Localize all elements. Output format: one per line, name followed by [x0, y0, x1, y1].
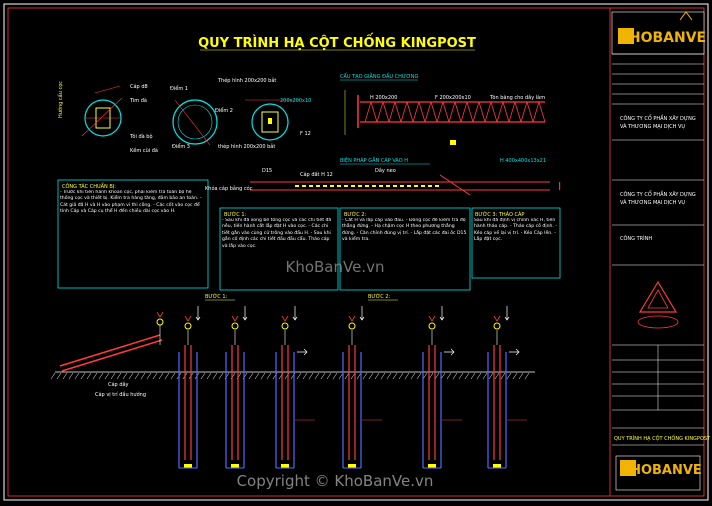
company-line-4: VÀ THƯƠNG MẠI DỊCH VỤ: [620, 199, 685, 206]
svg-text:H 200x200: H 200x200: [370, 95, 397, 101]
pile-cross-section-detail: Hướng cẩu cọc Cáp d8 Tim đà Tôi đà bộ Kề…: [57, 77, 311, 154]
connection-section-title: CẤU TẠO GIẰNG ĐẦU CHƯƠNG: [340, 72, 419, 80]
sheet-title: QUY TRÌNH HẠ CỘT CHỐNG KINGPOST: [614, 434, 711, 442]
steel-bolt-label: Thép hình 200x200 bắt: [217, 77, 276, 84]
svg-text:Kềm cùi đà: Kềm cùi đà: [130, 146, 158, 154]
inner-frame: [7, 7, 705, 497]
f12-label: F 12: [300, 131, 311, 137]
logo-text: KHOBANVE: [618, 30, 706, 46]
pile-4: [342, 306, 382, 469]
pile-2: [225, 306, 248, 469]
step-notes: BƯỚC 1: - Sau khi đã xong bê tông cọc và…: [219, 207, 561, 291]
pile-cable-label: Cáp đất H 12: [300, 171, 333, 178]
step1-text: - Sau khi đã xong bê tông cọc và các chi…: [222, 218, 332, 249]
lower-step1-title: BƯỚC 1:: [205, 293, 228, 300]
company-line-2: VÀ THƯƠNG MẠI DỊCH VỤ: [620, 123, 685, 130]
svg-text:Điểm 3: Điểm 3: [172, 143, 190, 150]
svg-text:F 200x200x10: F 200x200x10: [435, 95, 471, 101]
pile-5: [422, 306, 462, 469]
svg-text:Cáp dây: Cáp dây: [108, 381, 129, 388]
step2-title: BƯỚC 2:: [344, 211, 367, 218]
pile-3: [275, 306, 315, 469]
svg-text:thép hình 200x200 bắt: thép hình 200x200 bắt: [218, 143, 275, 150]
pile-6: [487, 306, 527, 469]
position-mark-label: Cáp vị trí đầu hướng: [95, 390, 146, 398]
step3-text: Sau khi đã định vị chính xác H, tiến hàn…: [474, 218, 558, 243]
svg-text:Tôn băng cho dây làm: Tôn băng cho dây làm: [489, 94, 545, 101]
company-line-1: CÔNG TY CỔ PHẦN XÂY DỰNG: [620, 114, 696, 122]
drawing-title: QUY TRÌNH HẠ CỘT CHỐNG KINGPOST: [198, 33, 476, 51]
title-block: KHOBANVE CÔNG TY CỔ PHẦN XÂY DỰNG VÀ THƯ…: [611, 11, 711, 491]
svg-text:Tôi đà bộ: Tôi đà bộ: [129, 133, 153, 140]
h200-dimension: 200x200x10: [280, 98, 311, 104]
company-line-3: CÔNG TY CỔ PHẦN XÂY DỰNG: [620, 190, 696, 198]
bracing-truss-detail: CẤU TẠO GIẰNG ĐẦU CHƯƠNG H 200x200 F 200…: [340, 72, 546, 145]
lowering-sequence: BƯỚC 1: BƯỚC 2: Cáp dây Cáp vị trí đầu h…: [50, 293, 535, 469]
crane-direction-label: Hướng cẩu cọc: [57, 81, 64, 118]
watermark-center: KhoBanVe.vn: [286, 258, 385, 276]
tie-label: Dây neo: [375, 167, 396, 174]
outer-frame: [3, 3, 709, 501]
project-label: CÔNG TRÌNH: [620, 235, 652, 242]
svg-text:Khóa cáp bằng cóc: Khóa cáp bằng cóc: [205, 185, 253, 192]
mounting-section-title: BIỆN PHÁP GẮN CÁP VÀO H: [340, 156, 408, 164]
step2-text: - Cắt H và lắp cáp vào đầu. - Đóng cọc đ…: [342, 218, 467, 243]
cable-label: Cáp d8: [130, 83, 148, 90]
preparation-notes: CÔNG TÁC CHUẨN BỊ: - Trước khi tiến hành…: [57, 179, 209, 289]
step3-title: BƯỚC 3: THÁO CÁP: [475, 211, 524, 218]
svg-text:Điểm 2: Điểm 2: [215, 107, 233, 114]
kingpost-dimension: H 400x400x13x21: [500, 158, 546, 164]
step1-title: BƯỚC 1:: [224, 211, 247, 218]
copyright-watermark: Copyright © KhoBanVe.vn: [237, 472, 434, 490]
svg-text:Điểm 1: Điểm 1: [170, 85, 188, 92]
d15-label: D15: [262, 168, 272, 174]
logo-text-bottom: KHOBANVE: [620, 463, 702, 478]
pile-1: [178, 306, 201, 469]
svg-text:Tim đà: Tim đà: [129, 97, 147, 104]
svg-text:I: I: [558, 180, 561, 193]
prep-title: CÔNG TÁC CHUẨN BỊ:: [62, 182, 116, 190]
cable-mounting-detail: BIỆN PHÁP GẮN CÁP VÀO H H 400x400x13x21 …: [205, 156, 561, 196]
prep-text: - Trước khi tiến hành khoan cọc, phải ki…: [60, 190, 202, 215]
lower-step2-title: BƯỚC 2:: [368, 293, 391, 300]
